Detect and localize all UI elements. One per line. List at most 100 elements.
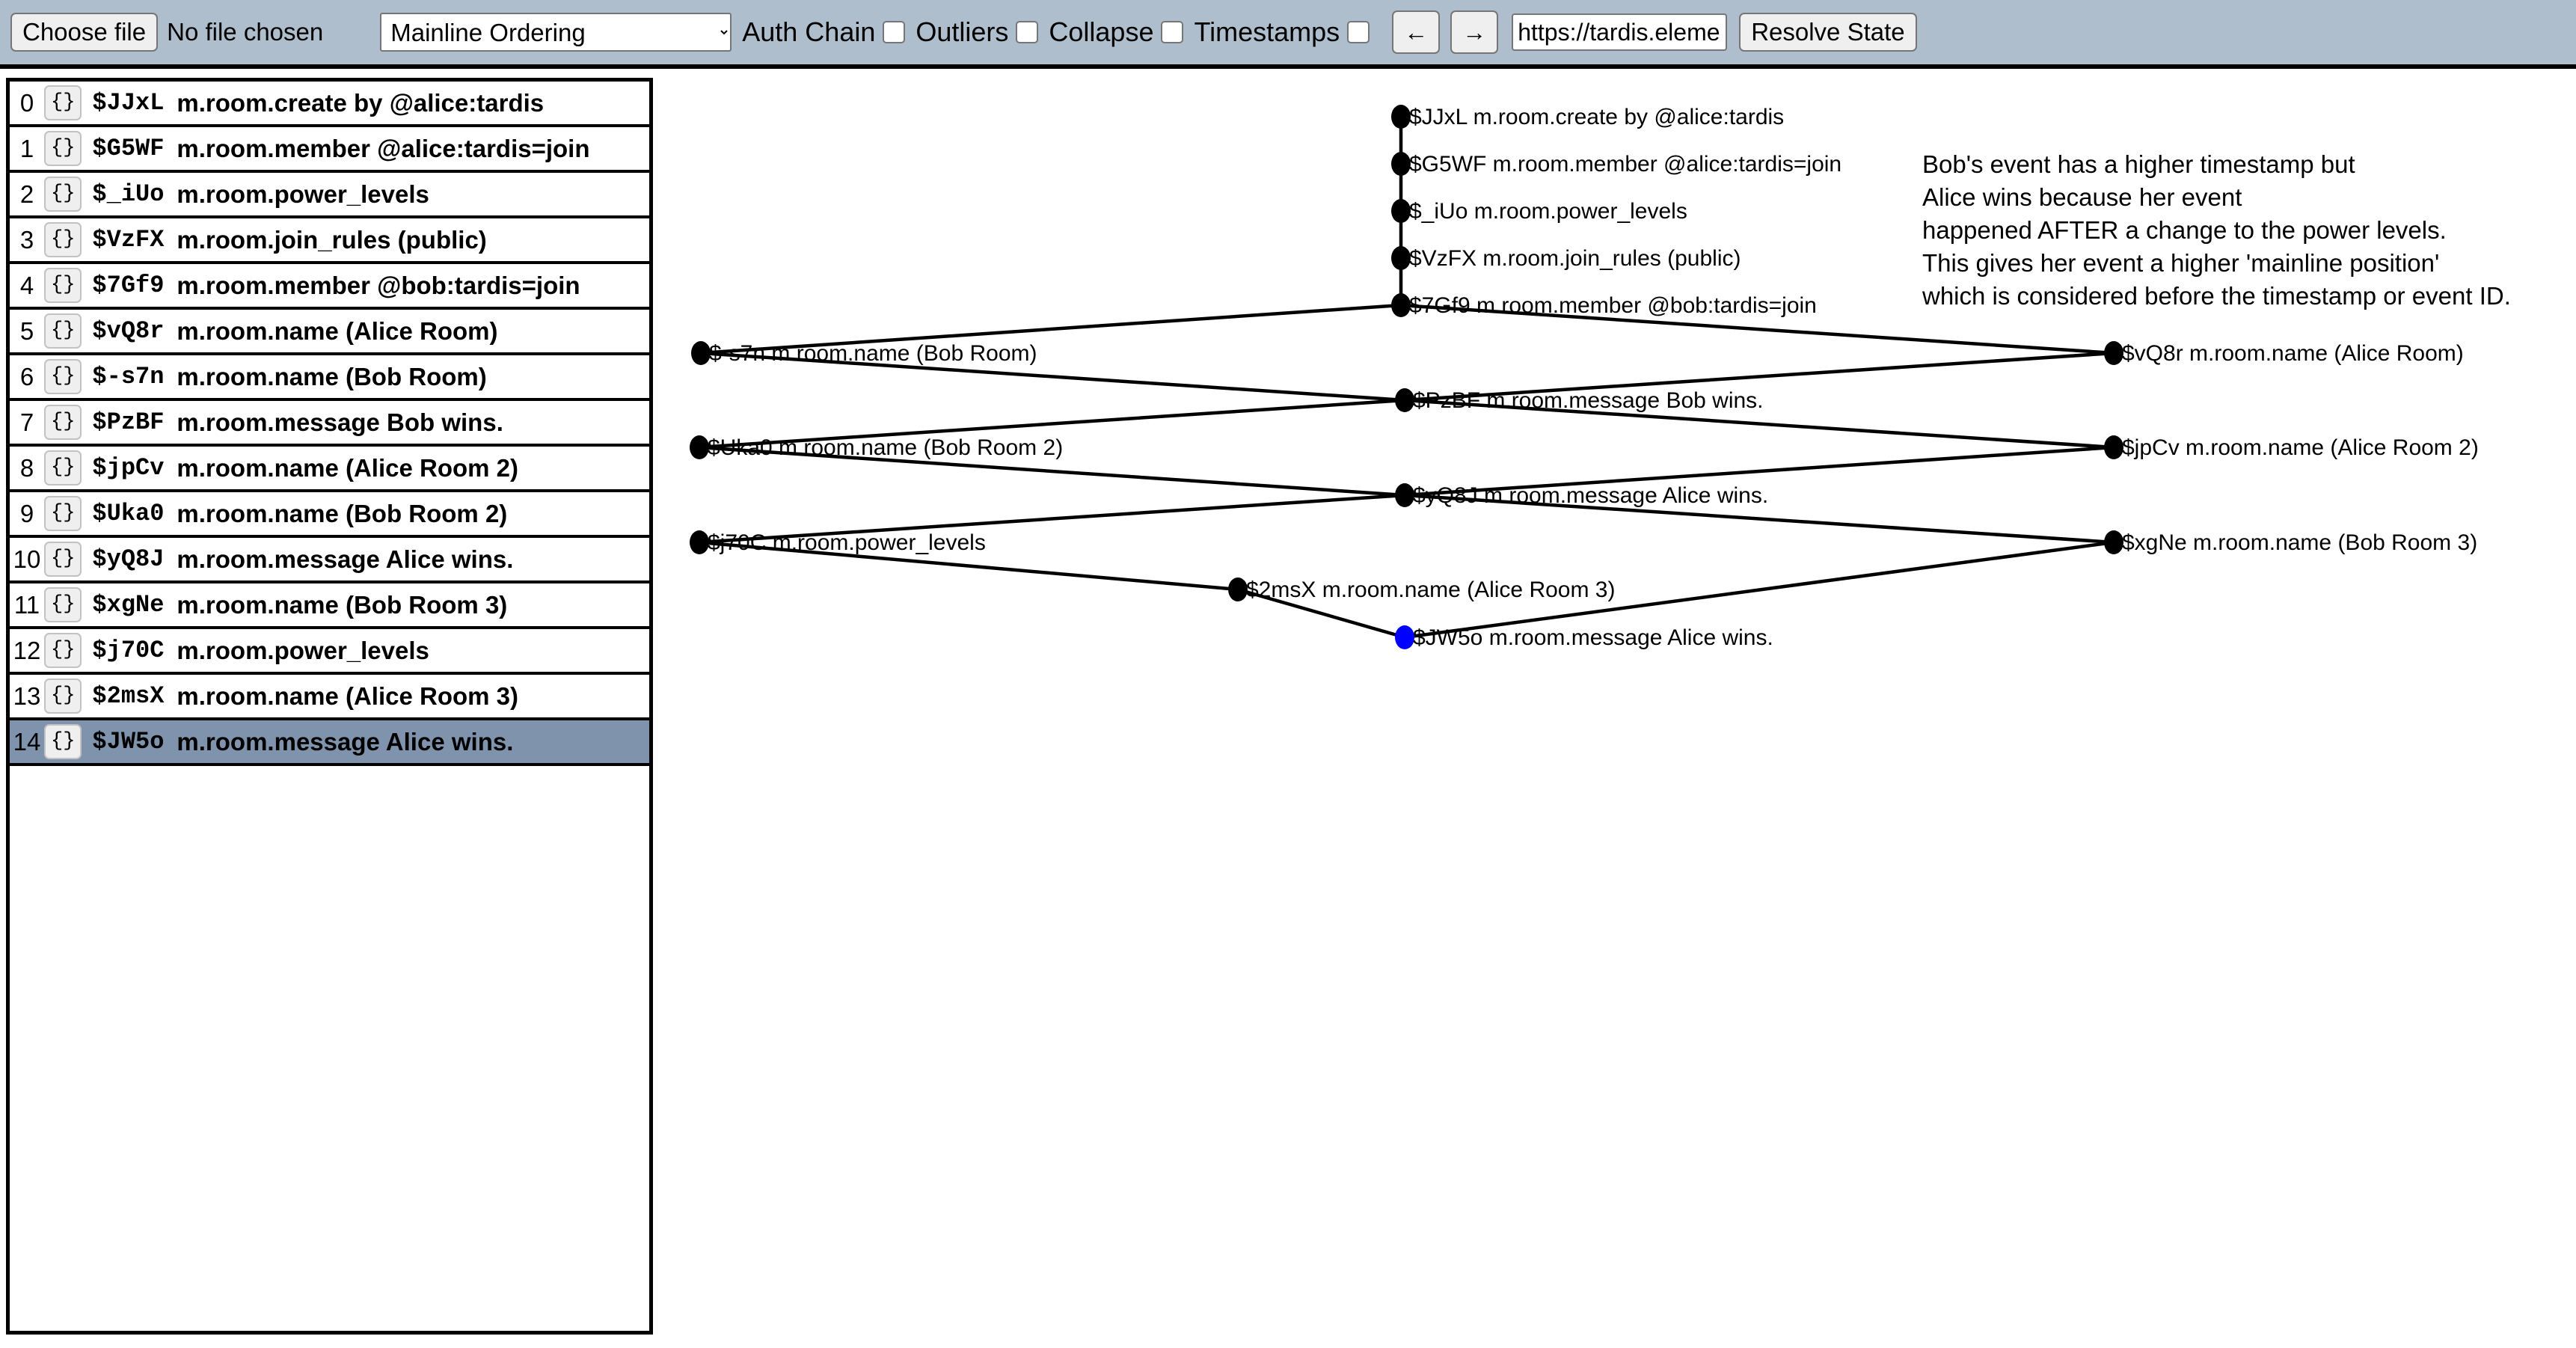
graph-node-dot[interactable]: [1391, 105, 1411, 129]
outliers-checkbox[interactable]: [1016, 21, 1039, 43]
resolve-state-button[interactable]: Resolve State: [1739, 12, 1917, 52]
row-index: 9: [19, 499, 34, 527]
graph-edge: [1404, 398, 2115, 450]
graph-node-dot[interactable]: [1391, 246, 1411, 270]
row-description: m.room.name (Bob Room 3): [177, 590, 508, 619]
view-json-button[interactable]: {}: [44, 496, 82, 531]
graph-node-dot[interactable]: [1395, 625, 1414, 649]
graph-node-label: $G5WF m.room.member @alice:tardis=join: [1409, 152, 1841, 177]
view-json-button[interactable]: {}: [44, 587, 82, 622]
row-description: m.room.member @bob:tardis=join: [177, 271, 580, 299]
graph-node[interactable]: $-s7n m.room.name (Bob Room): [691, 341, 1037, 366]
row-description: m.room.join_rules (public): [177, 225, 487, 254]
auth-chain-checkbox[interactable]: [883, 21, 906, 43]
graph-node[interactable]: $JW5o m.room.message Alice wins.: [1395, 625, 1773, 650]
row-description: m.room.name (Alice Room 3): [177, 681, 519, 710]
collapse-checkbox[interactable]: [1161, 21, 1184, 43]
graph-node[interactable]: $Uka0 m.room.name (Bob Room 2): [690, 435, 1063, 460]
annotation-line: happened AFTER a change to the power lev…: [1922, 216, 2447, 244]
view-json-button[interactable]: {}: [44, 313, 82, 349]
view-json-button[interactable]: {}: [44, 724, 82, 759]
view-json-button[interactable]: {}: [44, 678, 82, 714]
graph-node[interactable]: $xgNe m.room.name (Bob Room 3): [2104, 530, 2477, 555]
graph-node-label: $vQ8r m.room.name (Alice Room): [2122, 341, 2464, 366]
view-json-button[interactable]: {}: [44, 633, 82, 668]
graph-edge: [1404, 351, 2115, 402]
event-dag-graph[interactable]: $JJxL m.room.create by @alice:tardis $G5W…: [658, 75, 2576, 1348]
view-json-button[interactable]: {}: [44, 268, 82, 303]
forward-arrow-icon[interactable]: →: [1450, 10, 1499, 54]
graph-node-dot[interactable]: [1395, 388, 1414, 412]
graph-node-label: $jpCv m.room.name (Alice Room 2): [2122, 435, 2479, 460]
graph-edge: [1400, 303, 2115, 355]
graph-node-dot[interactable]: [691, 341, 711, 365]
view-json-button[interactable]: {}: [44, 85, 82, 120]
server-url-input[interactable]: [1512, 13, 1728, 51]
view-json-button[interactable]: {}: [44, 542, 82, 577]
back-arrow-icon[interactable]: ←: [1392, 10, 1441, 54]
row-event-id: $G5WF: [92, 135, 165, 162]
toolbar: Choose file No file chosen Mainline Orde…: [0, 0, 2576, 69]
graph-node-dot[interactable]: [690, 530, 709, 554]
graph-node[interactable]: $_iUo m.room.power_levels: [1391, 199, 1687, 224]
row-description: m.room.message Bob wins.: [177, 408, 503, 436]
graph-node-dot[interactable]: [1395, 483, 1414, 507]
graph-node[interactable]: $vQ8r m.room.name (Alice Room): [2104, 341, 2464, 366]
graph-node[interactable]: $VzFX m.room.join_rules (public): [1391, 246, 1741, 271]
graph-node-dot[interactable]: [1391, 293, 1411, 317]
graph-node[interactable]: $JJxL m.room.create by @alice:tardis: [1391, 105, 1784, 129]
row-index: 7: [19, 408, 34, 436]
graph-node-dot[interactable]: [1391, 152, 1411, 176]
choose-file-button[interactable]: Choose file: [10, 12, 159, 52]
graph-node[interactable]: $j70C m.room.power_levels: [690, 530, 986, 555]
file-input-group: Choose file No file chosen: [10, 12, 323, 52]
row-index: 5: [19, 316, 34, 345]
graph-node-dot[interactable]: [690, 435, 709, 459]
row-index: 6: [19, 362, 34, 390]
graph-node[interactable]: $yQ8J m.room.message Alice wins.: [1395, 483, 1768, 508]
row-event-id: $JJxL: [92, 89, 165, 117]
graph-node-dot[interactable]: [2104, 530, 2123, 554]
graph-node[interactable]: $7Gf9 m.room.member @bob:tardis=join: [1391, 293, 1817, 318]
graph-node-dot[interactable]: [1228, 578, 1248, 601]
graph-node-dot[interactable]: [2104, 435, 2123, 459]
auth-chain-label: Auth Chain: [742, 16, 876, 47]
graph-node-dot[interactable]: [2104, 341, 2123, 365]
graph-node[interactable]: $2msX m.room.name (Alice Room 3): [1228, 578, 1615, 602]
row-description: m.room.message Alice wins.: [177, 727, 514, 756]
ordering-select[interactable]: Mainline Ordering: [380, 13, 732, 52]
graph-node[interactable]: $jpCv m.room.name (Alice Room 2): [2104, 435, 2479, 460]
view-json-button[interactable]: {}: [44, 222, 82, 257]
timestamps-checkbox[interactable]: [1347, 21, 1370, 43]
row-description: m.room.power_levels: [177, 636, 429, 664]
view-json-button[interactable]: {}: [44, 131, 82, 166]
view-json-button[interactable]: {}: [44, 450, 82, 485]
annotation-line: This gives her event a higher 'mainline …: [1922, 249, 2440, 277]
view-json-button[interactable]: {}: [44, 405, 82, 440]
annotation-line: which is considered before the timestamp…: [1922, 282, 2511, 310]
graph-node[interactable]: $G5WF m.room.member @alice:tardis=join: [1391, 152, 1841, 177]
row-description: m.room.name (Bob Room): [177, 362, 487, 390]
graph-node-dot[interactable]: [1391, 199, 1411, 223]
row-index: 13: [13, 681, 41, 710]
view-json-button[interactable]: {}: [44, 359, 82, 394]
graph-edge: [699, 493, 1405, 545]
graph-node[interactable]: $PzBF m.room.message Bob wins.: [1395, 388, 1764, 413]
view-json-button[interactable]: {}: [44, 177, 82, 212]
